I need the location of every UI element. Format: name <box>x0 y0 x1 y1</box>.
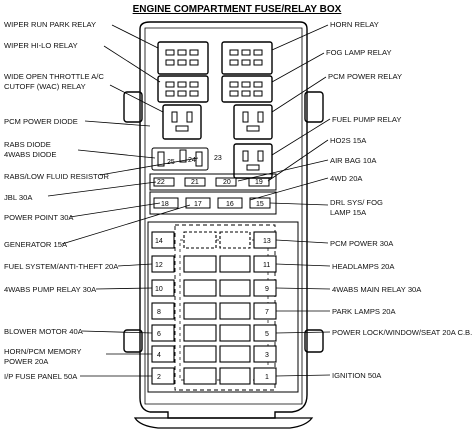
label-4wd-20a: 4WD 20A <box>330 174 363 183</box>
label-horn-pcm-memory-line1: HORN/PCM MEMORY <box>4 347 82 356</box>
fuse-num-21: 21 <box>191 179 199 186</box>
fuse-num-9: 9 <box>265 286 269 293</box>
right-lower-tab <box>304 329 324 353</box>
label-jbl-30a: JBL 30A <box>4 193 33 202</box>
label-ho2s-15a: HO2S 15A <box>330 136 367 145</box>
label-horn-relay: HORN RELAY <box>330 20 379 29</box>
wac-relay <box>162 104 202 140</box>
wiper-hi-lo-relay <box>157 75 209 103</box>
label-headlamps-20a: HEADLAMPS 20A <box>332 262 395 271</box>
left-leader-lines <box>47 24 199 377</box>
maxi-fuse-frame <box>147 221 299 393</box>
label-rabs-diode: RABS DIODE <box>4 140 51 149</box>
label-fog-lamp-relay: FOG LAMP RELAY <box>326 48 392 57</box>
diode-num-23: 23 <box>214 155 222 162</box>
fuse-num-1: 1 <box>265 374 269 381</box>
housing-base <box>133 417 314 429</box>
label-air-bag-10a: AIR BAG 10A <box>330 156 377 165</box>
label-wac-relay-line2: CUTOFF (WAC) RELAY <box>4 82 86 91</box>
diagram-title: ENGINE COMPARTMENT FUSE/RELAY BOX <box>132 4 342 15</box>
wiper-run-park-relay <box>157 41 209 75</box>
label-pcm-power-diode: PCM POWER DIODE <box>4 117 78 126</box>
dashed-inner-region <box>174 224 276 391</box>
housing-inner-line <box>144 27 303 405</box>
label-blower-motor-40a: BLOWER MOTOR 40A <box>4 327 83 336</box>
fuse-num-16: 16 <box>226 201 234 208</box>
fuse-num-2: 2 <box>157 374 161 381</box>
fuse-num-13: 13 <box>263 238 271 245</box>
fuse-num-11: 11 <box>263 262 270 269</box>
fuse-3 <box>253 345 277 363</box>
label-pcm-power-relay: PCM POWER RELAY <box>328 72 403 81</box>
fuse-6 <box>151 324 175 342</box>
fuse-num-6: 6 <box>157 331 161 338</box>
fuse-14 <box>151 231 175 249</box>
label-ignition-50a: IGNITION 50A <box>332 371 382 380</box>
label-4wabs-main-relay: 4WABS MAIN RELAY 30A <box>332 285 422 294</box>
label-horn-pcm-memory-line2: POWER 20A <box>4 357 49 366</box>
fuse-num-4: 4 <box>157 352 161 359</box>
fuse-num-14: 14 <box>155 238 163 245</box>
fuse-4 <box>151 345 175 363</box>
label-drl-sys-fog-line2: LAMP 15A <box>330 208 367 217</box>
label-rabs-low-fluid-resistor: RABS/LOW FLUID RESISTOR <box>4 172 109 181</box>
label-4wabs-diode: 4WABS DIODE <box>4 150 57 159</box>
label-park-lamps-20a: PARK LAMPS 20A <box>332 307 396 316</box>
fuse-num-18: 18 <box>161 201 169 208</box>
fog-lamp-relay <box>221 75 273 103</box>
diode-num-24: 24 <box>188 157 196 164</box>
fuse-8 <box>151 302 175 320</box>
fuse-num-19: 19 <box>255 179 263 186</box>
label-fuel-pump-relay: FUEL PUMP RELAY <box>332 115 402 124</box>
label-wac-relay-line1: WIDE OPEN THROTTLE A/C <box>4 72 104 81</box>
fuse-num-5: 5 <box>265 331 269 338</box>
fuse-num-20: 20 <box>223 179 231 186</box>
right-leader-lines <box>237 24 331 377</box>
label-fuel-system-anti-theft: FUEL SYSTEM/ANTI-THEFT 20A <box>4 262 119 271</box>
fuse-num-8: 8 <box>157 309 161 316</box>
left-mount-tab <box>123 91 143 123</box>
fuse-num-15: 15 <box>256 201 264 208</box>
fuse-2 <box>151 367 175 385</box>
label-4wabs-pump-relay: 4WABS PUMP RELAY 30A <box>4 285 97 294</box>
pcm-power-relay <box>233 104 273 140</box>
left-lower-tab <box>123 329 143 353</box>
right-mount-tab <box>304 91 324 123</box>
fuel-pump-relay <box>233 143 273 179</box>
horn-relay <box>221 41 273 75</box>
label-wiper-hi-lo-relay: WIPER HI-LO RELAY <box>4 41 78 50</box>
label-generator-15a: GENERATOR 15A <box>4 240 68 249</box>
label-wiper-run-park-relay: WIPER RUN PARK RELAY <box>4 20 97 29</box>
label-drl-sys-fog-line1: DRL SYS/ FOG <box>330 198 383 207</box>
fuse-num-7: 7 <box>265 309 269 316</box>
fuse-top-row-frame <box>149 173 277 191</box>
diode-block <box>151 147 209 171</box>
fuse-num-22: 22 <box>157 179 165 186</box>
label-power-lock-window-seat: POWER LOCK/WINDOW/SEAT 20A C.B. <box>332 328 473 337</box>
label-ip-fuse-panel-50a: I/P FUSE PANEL 50A <box>4 372 78 381</box>
fuse-num-17: 17 <box>194 201 202 208</box>
fuse-num-3: 3 <box>265 352 269 359</box>
fuse-num-10: 10 <box>155 286 163 293</box>
label-power-point-30a: POWER POINT 30A <box>4 213 74 222</box>
fuse-num-12: 12 <box>155 262 163 269</box>
label-pcm-power-30a: PCM POWER 30A <box>330 239 394 248</box>
